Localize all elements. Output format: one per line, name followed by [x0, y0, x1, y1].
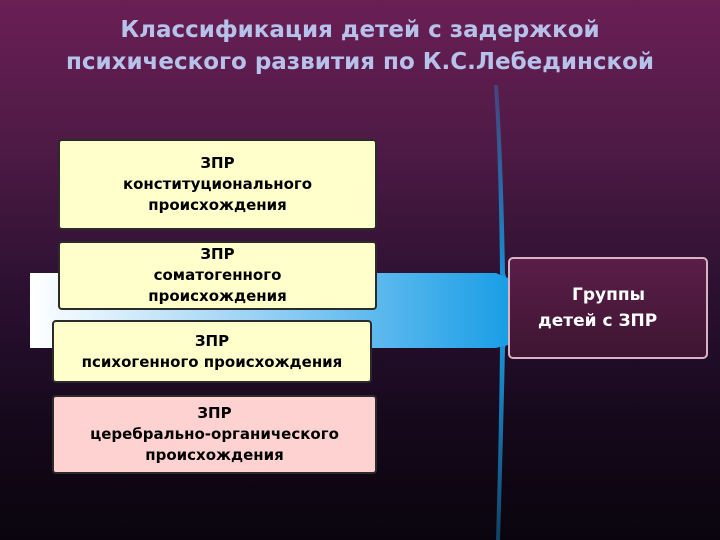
- category-label: ЗПР: [194, 331, 230, 350]
- title-line-2: психического развития по К.С.Лебединской: [65, 49, 655, 75]
- category-label: конституционального: [122, 175, 313, 193]
- category-label: ЗПР: [200, 154, 235, 172]
- category-label: происхождения: [145, 446, 284, 464]
- category-label: психогенного происхождения: [81, 352, 343, 371]
- category-label: происхождения: [148, 196, 287, 214]
- arrow-spine: [494, 85, 511, 540]
- slide-title: Классификация детей с задержкой психичес…: [0, 14, 720, 78]
- groups-label-line-2: детей с ЗПР: [538, 311, 658, 331]
- category-label: ЗПР: [197, 404, 232, 422]
- groups-label-line-1: Группы: [572, 285, 645, 305]
- category-box-constitutional: ЗПР конституционального происхождения: [58, 139, 377, 230]
- category-box-somatogenic: ЗПР соматогенного происхождения: [58, 241, 377, 310]
- category-label: ЗПР: [200, 245, 235, 263]
- category-label: церебрально-органического: [90, 425, 339, 443]
- category-box-psychogenic: ЗПР психогенного происхождения: [52, 320, 372, 383]
- category-label: происхождения: [148, 287, 287, 305]
- groups-box: Группы детей с ЗПР: [508, 257, 708, 359]
- category-label: соматогенного: [153, 266, 282, 284]
- category-box-cerebral-organic: ЗПР церебрально-органического происхожде…: [52, 395, 377, 474]
- title-line-1: Классификация детей с задержкой: [120, 17, 600, 43]
